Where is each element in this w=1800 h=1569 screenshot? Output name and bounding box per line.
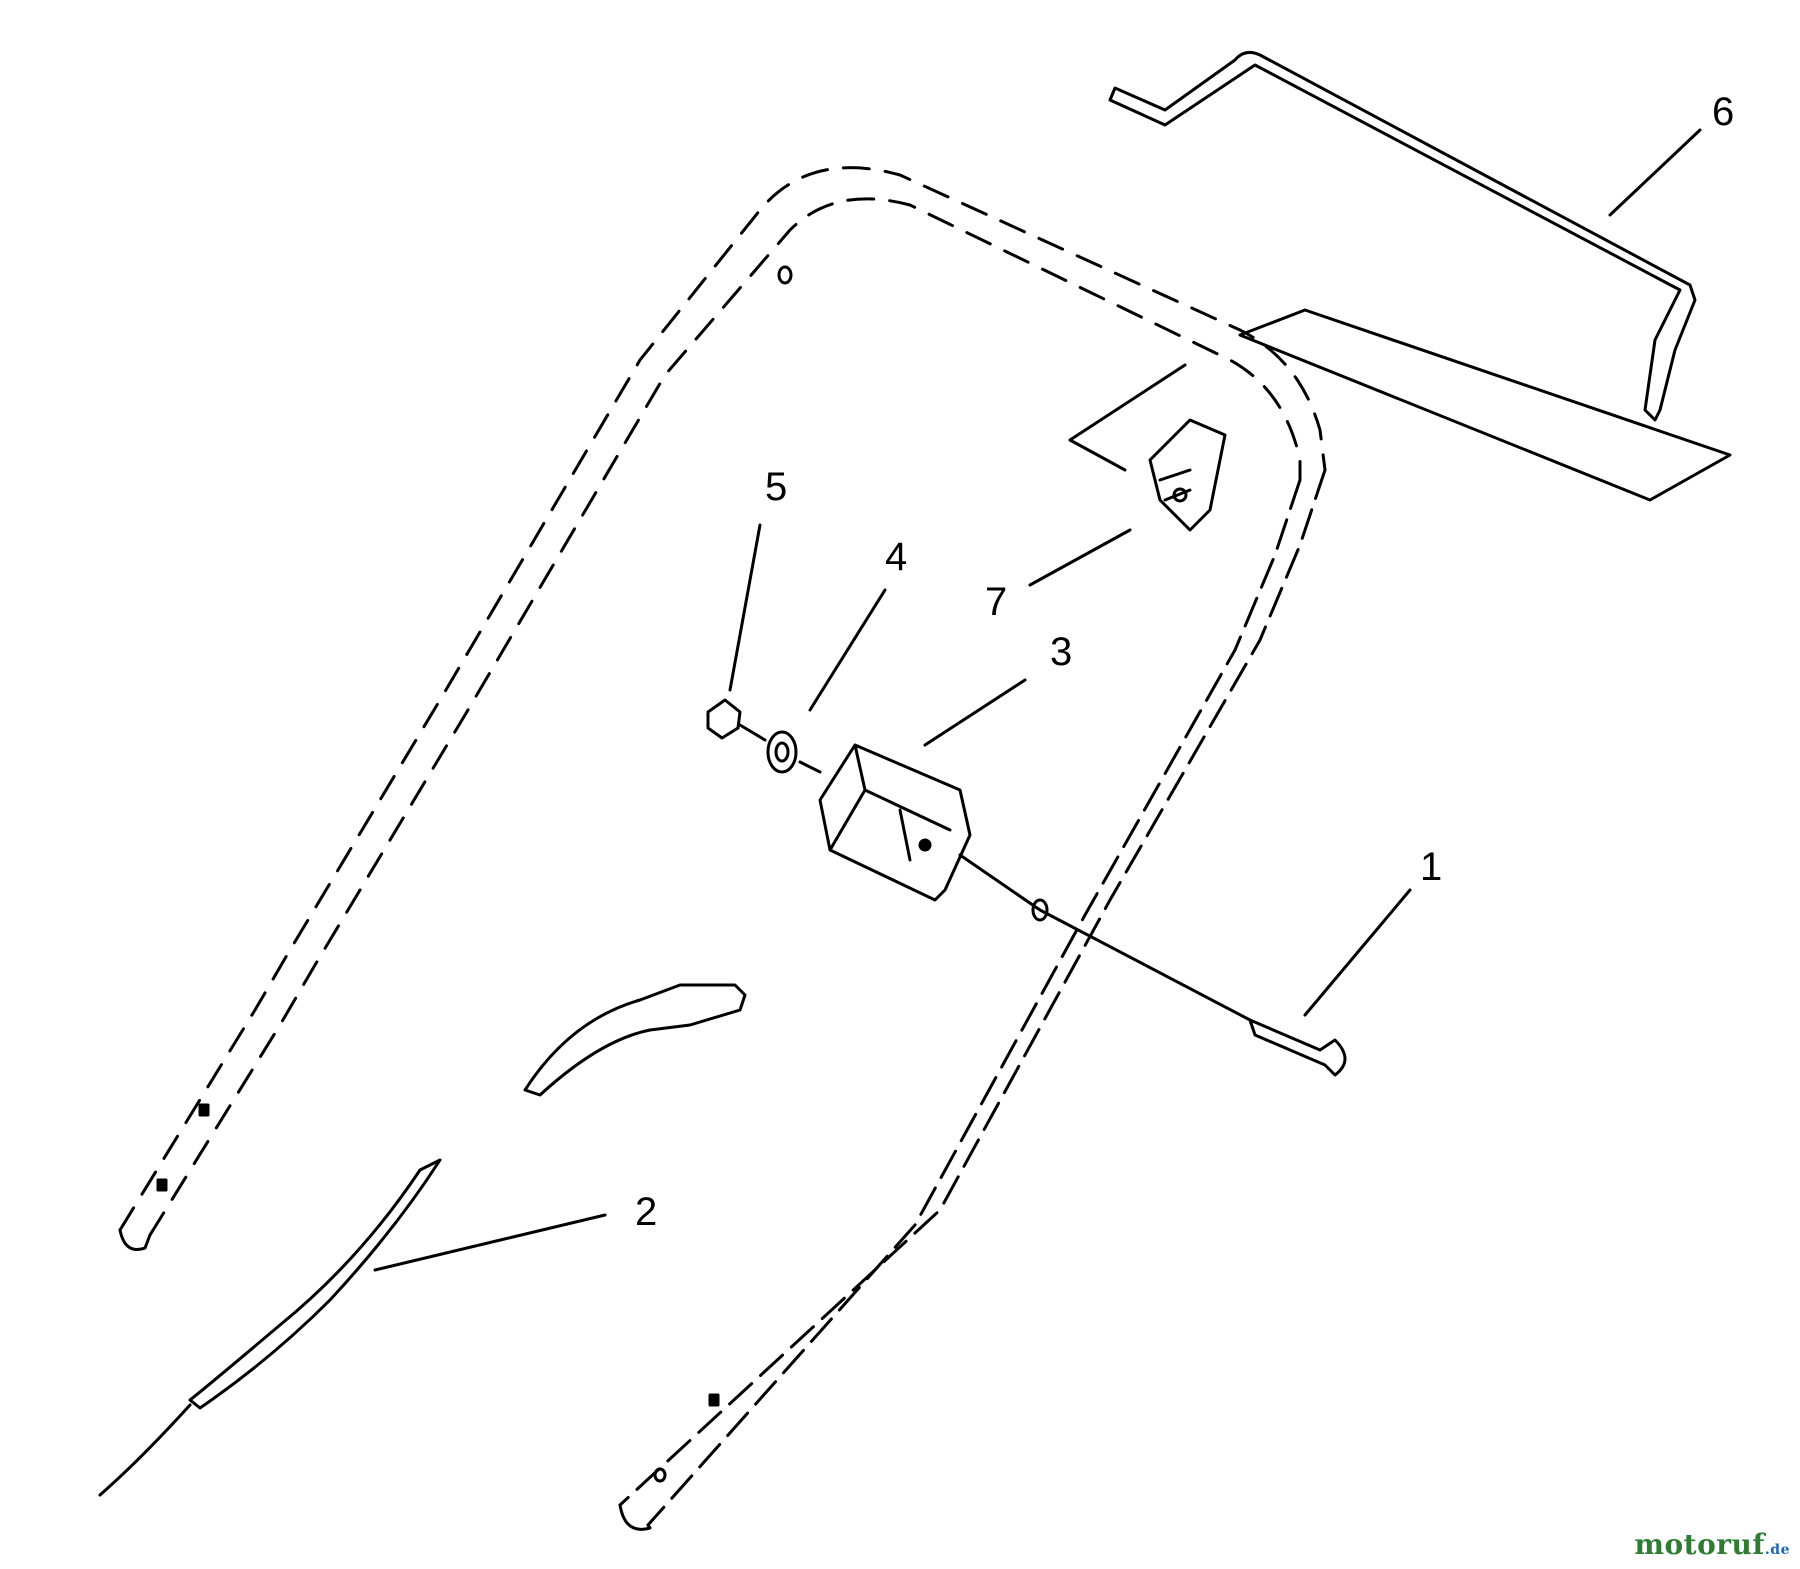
switch-block-3 [818, 743, 972, 902]
cable-wire [98, 1403, 192, 1497]
tube-slot-right-1 [708, 1393, 720, 1407]
cable-connector [523, 983, 747, 1097]
leader-3 [923, 678, 1027, 747]
callout-5: 5 [765, 465, 787, 509]
handle-right-leg-inner [646, 478, 1302, 1527]
handle-right-leg-outer [618, 468, 1327, 1507]
watermark-logo: motoruf.de [1634, 1528, 1790, 1561]
washer-4 [766, 730, 798, 774]
bail-bar [1108, 50, 1697, 422]
leader-4 [808, 588, 887, 712]
leader-7 [1028, 528, 1132, 587]
washer-4-inner [774, 741, 790, 763]
bolt-1 [1248, 1018, 1347, 1077]
callout-3: 3 [1050, 630, 1072, 674]
tube-slot-left-1 [198, 1103, 210, 1117]
callout-4: 4 [885, 535, 907, 579]
nut-5 [706, 698, 742, 740]
callout-1: 1 [1420, 845, 1442, 889]
tube-hole-right-low [653, 1467, 667, 1483]
handle-tube-inner [148, 197, 1302, 1237]
callout-6: 6 [1712, 90, 1734, 134]
leader-2 [373, 1213, 607, 1272]
leader-5 [728, 523, 762, 692]
leader-1 [1303, 888, 1412, 1017]
handle-tube-outer [118, 166, 1327, 1232]
watermark-name: motoruf [1634, 1528, 1765, 1561]
left-leg-end [118, 1228, 152, 1251]
mounting-plate-lower [1068, 363, 1187, 472]
tube-hole-right [1031, 898, 1049, 922]
watermark-suffix: .de [1764, 1542, 1790, 1558]
bracket-7 [1148, 418, 1227, 532]
bracket-hole [1172, 487, 1188, 503]
callout-2: 2 [635, 1190, 657, 1234]
bolt-axis [738, 723, 1252, 1022]
tube-slot-left-2 [156, 1178, 168, 1192]
mounting-plate [1238, 308, 1732, 502]
cable-2 [188, 1158, 442, 1410]
switch-block-hole [918, 838, 932, 852]
tube-hole-upper [777, 265, 793, 285]
callout-7: 7 [985, 580, 1007, 624]
leader-6 [1608, 128, 1702, 217]
right-leg-end [618, 1503, 652, 1531]
